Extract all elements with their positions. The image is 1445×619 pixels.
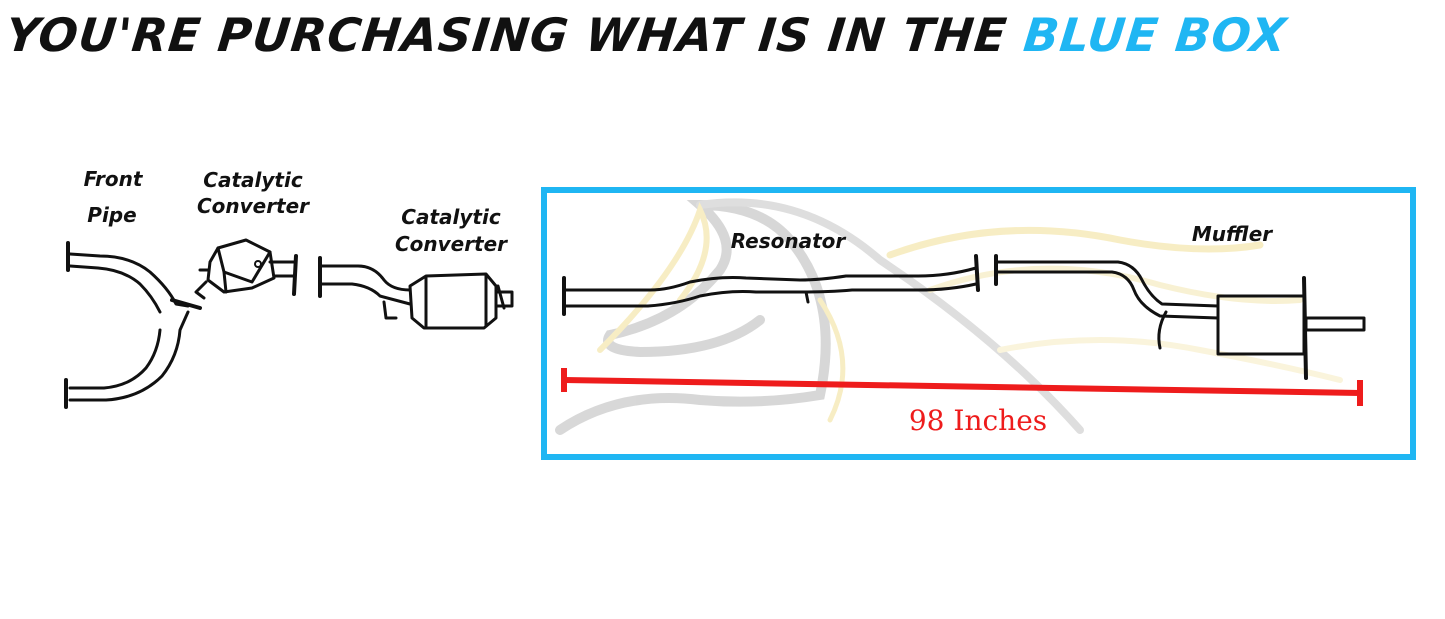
catalytic-converter-2-label-line1: Catalytic xyxy=(401,205,501,229)
catalytic-converter-1-drawing xyxy=(194,238,298,300)
measurement-label: 98 Inches xyxy=(909,404,1047,437)
catalytic-converter-2-drawing xyxy=(318,256,514,330)
front-pipe-drawing xyxy=(64,241,202,409)
horse-head-logo-icon xyxy=(555,198,1343,435)
catalytic-converter-1-label-line2: Converter xyxy=(197,194,310,218)
catalytic-converter-2-label-line2: Converter xyxy=(395,232,508,256)
catalytic-converter-1-label-line1: Catalytic xyxy=(203,168,303,192)
front-pipe-label-line1: Front xyxy=(84,167,144,191)
muffler-label: Muffler xyxy=(1192,222,1273,246)
resonator-label: Resonator xyxy=(731,229,847,253)
length-measurement: 98 Inches xyxy=(561,368,1363,437)
front-pipe-label-line2: Pipe xyxy=(87,203,136,227)
resonator-pipe-drawing xyxy=(562,254,980,316)
measurement-line xyxy=(563,377,1361,396)
muffler-drawing xyxy=(994,254,1366,380)
blue-highlight-box xyxy=(541,187,1416,460)
